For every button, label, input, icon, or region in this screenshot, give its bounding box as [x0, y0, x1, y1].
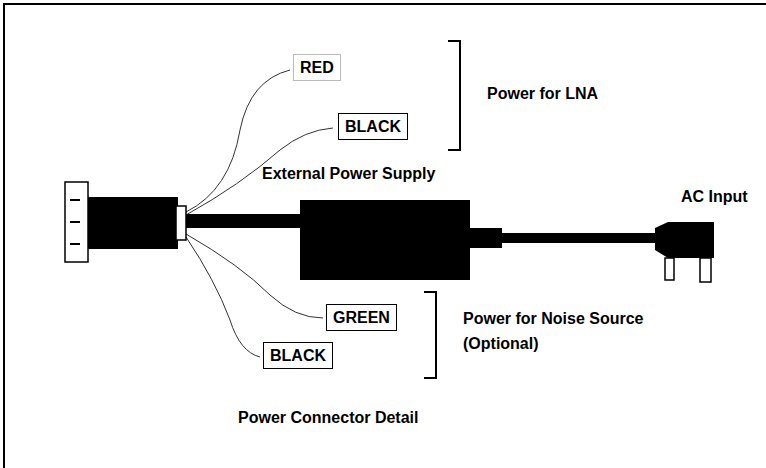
power-supply: [300, 200, 470, 280]
connector-pin: [70, 221, 80, 223]
plug-prong: [700, 258, 711, 282]
connector-pin: [70, 243, 80, 245]
bracket: [448, 41, 460, 150]
wire-label-box: BLACK: [263, 342, 333, 369]
connector-pin: [70, 199, 80, 201]
wire: [186, 70, 290, 212]
cable: [500, 233, 658, 243]
wire-color: BLACK: [270, 346, 326, 365]
bracket: [424, 292, 436, 378]
wire-color: GREEN: [333, 308, 390, 327]
connector-body: [88, 197, 178, 249]
text-label: Power for LNA: [487, 82, 687, 107]
text-label: Power for Noise Source (Optional): [463, 307, 663, 357]
strain-relief: [468, 228, 502, 248]
caption: Power Connector Detail: [238, 406, 418, 431]
frame: [4, 4, 766, 468]
connector-housing: [65, 182, 88, 262]
wire-color: BLACK: [345, 117, 401, 136]
cable: [186, 214, 302, 228]
text-label: AC Input: [681, 185, 761, 210]
wire-label-box: GREEN: [326, 304, 397, 331]
text-label: External Power Supply: [262, 162, 502, 187]
wire-label-box: BLACK: [338, 113, 408, 140]
wire: [186, 237, 260, 357]
connector-flange: [176, 206, 186, 240]
ac-plug: [655, 222, 714, 258]
wire-label-box: RED: [293, 54, 341, 81]
wire-color: RED: [300, 58, 334, 77]
plug-prong: [665, 258, 674, 280]
